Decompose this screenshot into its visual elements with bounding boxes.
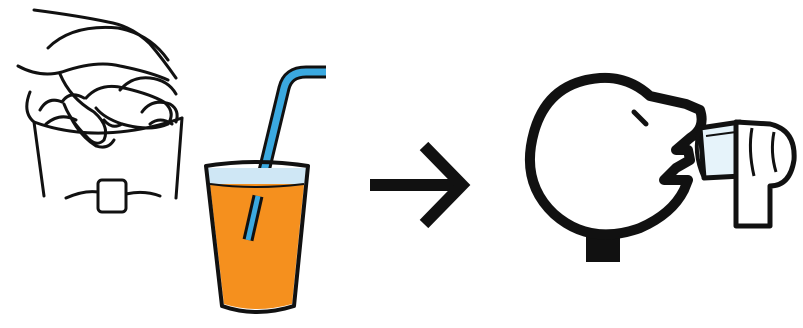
person-drinking-icon xyxy=(530,78,794,262)
right-arrow-icon xyxy=(370,146,462,224)
drinking-cup xyxy=(697,122,794,226)
head xyxy=(530,78,702,235)
hand-pressing-juicer-icon xyxy=(18,10,182,212)
glass-of-orange-juice-icon xyxy=(206,72,326,312)
